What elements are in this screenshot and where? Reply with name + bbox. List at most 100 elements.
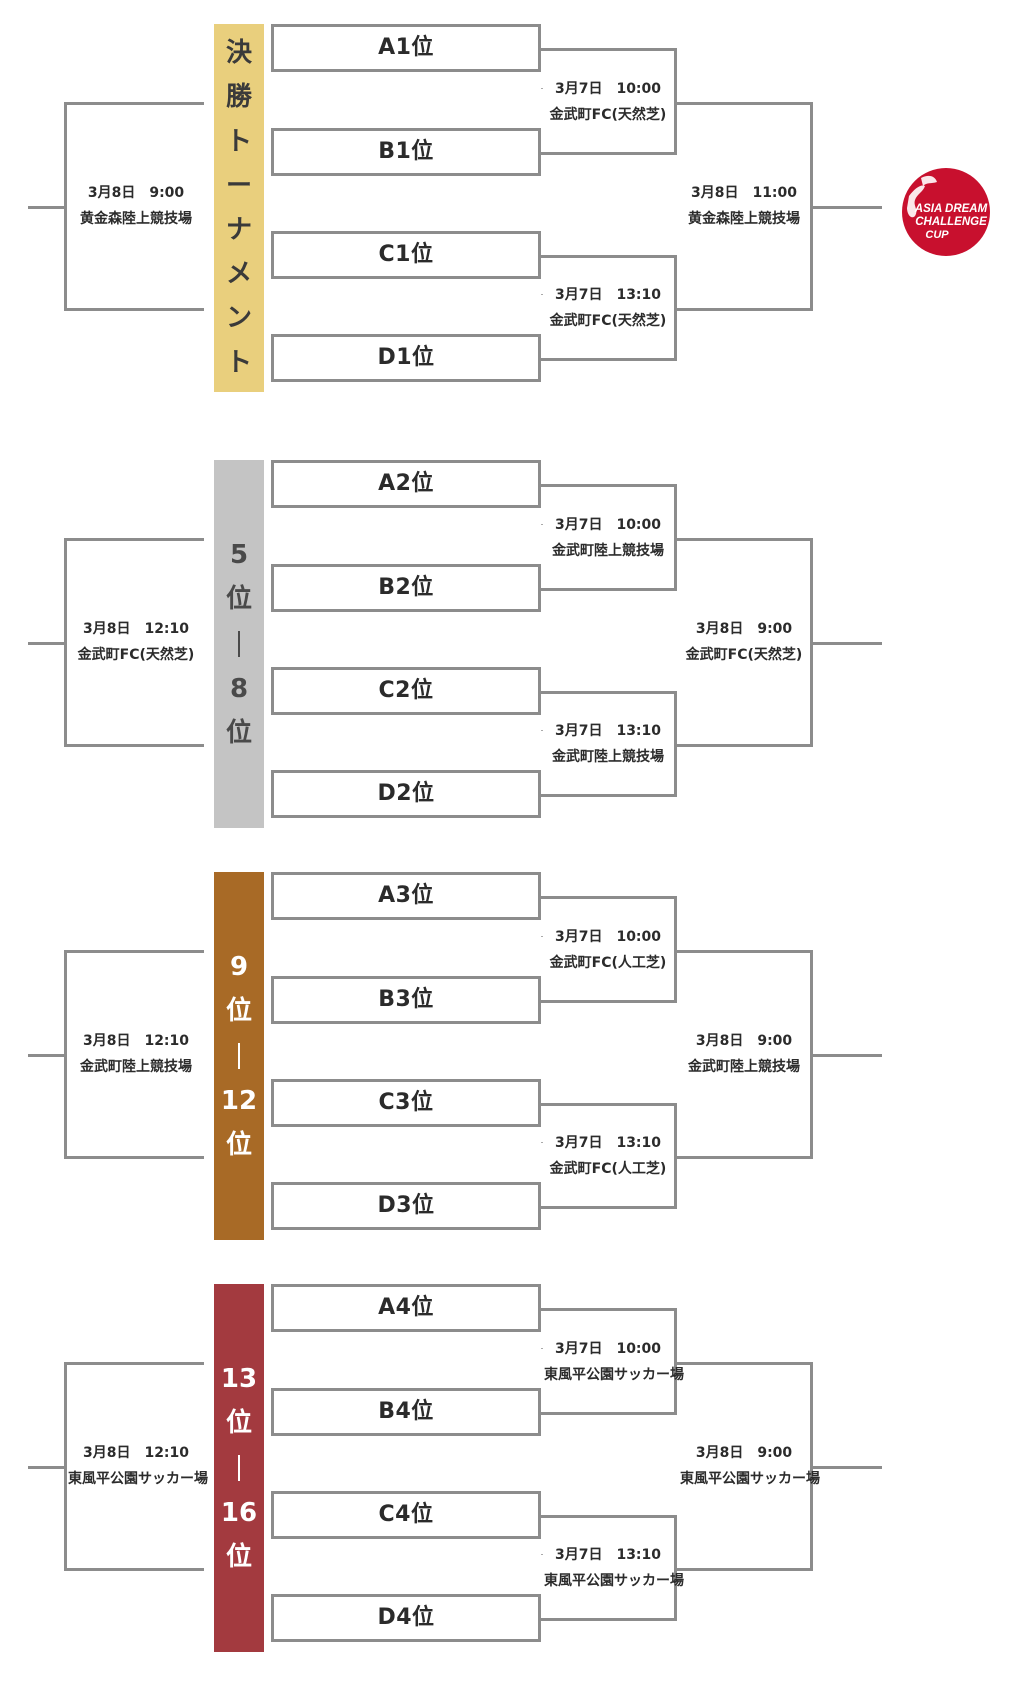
bracket-line xyxy=(541,1515,677,1518)
match-venue: 東風平公園サッカー場 xyxy=(544,1367,684,1383)
bracket-line xyxy=(810,1054,882,1057)
bracket-line xyxy=(541,48,677,51)
team-box: A1位 xyxy=(271,24,541,72)
match-date: 3月8日 11:00 xyxy=(690,185,798,201)
match-date: 3月8日 12:10 xyxy=(82,621,190,637)
category-band: 決勝トーナメント xyxy=(214,24,264,392)
team-box: D3位 xyxy=(271,1182,541,1230)
band-char: 13 xyxy=(220,1363,258,1394)
band-char: 位 xyxy=(225,1542,252,1573)
bracket-line xyxy=(64,950,204,953)
bracket-line xyxy=(677,1362,813,1365)
bracket-line xyxy=(674,1308,677,1415)
match-date: 3月7日 10:00 xyxy=(554,517,662,533)
bracket-line xyxy=(64,1568,204,1571)
right-match-label: 3月8日 9:00 金武町FC(天然芝) xyxy=(680,616,808,668)
match-date: 3月7日 13:10 xyxy=(554,1547,662,1563)
band-char: ン xyxy=(225,303,252,334)
match-venue: 金武町FC(天然芝) xyxy=(549,313,667,329)
bracket-line xyxy=(64,744,204,747)
band-char: ー xyxy=(225,170,252,201)
match-date: 3月7日 10:00 xyxy=(554,81,662,97)
bracket-line xyxy=(541,794,677,797)
match-date: 3月8日 9:00 xyxy=(695,1033,793,1049)
bracket-line xyxy=(541,588,677,591)
bracket-line xyxy=(541,691,677,694)
match-venue: 黄金森陸上競技場 xyxy=(80,211,192,227)
bracket-line xyxy=(541,896,677,899)
match-date: 3月7日 10:00 xyxy=(554,1341,662,1357)
bracket-line xyxy=(674,1515,677,1621)
left-match-label: 3月8日 12:10 金武町陸上競技場 xyxy=(68,1028,204,1080)
team-box: C3位 xyxy=(271,1079,541,1127)
match-venue: 金武町FC(人工芝) xyxy=(549,1161,667,1177)
bracket-line xyxy=(541,1618,677,1621)
bracket-line xyxy=(541,255,677,258)
bracket-line xyxy=(64,102,204,105)
bracket-line xyxy=(810,206,882,209)
team-box: B2位 xyxy=(271,564,541,612)
match-venue: 黄金森陸上競技場 xyxy=(688,211,800,227)
semifinal-label-2: 3月7日 13:10 金武町FC(人工芝) xyxy=(544,1130,672,1182)
band-char: メ xyxy=(225,259,252,290)
svg-text:CUP: CUP xyxy=(925,229,949,241)
bracket-line xyxy=(674,484,677,591)
match-date: 3月8日 12:10 xyxy=(82,1033,190,1049)
bracket-line xyxy=(64,1156,204,1159)
match-date: 3月7日 13:10 xyxy=(554,1135,662,1151)
bracket-line xyxy=(674,691,677,797)
semifinal-label-1: 3月7日 10:00 金武町FC(人工芝) xyxy=(544,924,672,976)
bracket-line xyxy=(674,255,677,361)
team-box: D1位 xyxy=(271,334,541,382)
category-band-text: 決勝トーナメント xyxy=(214,24,264,392)
band-char: 位 xyxy=(225,583,252,614)
bracket-line xyxy=(541,1308,677,1311)
match-date: 3月8日 9:00 xyxy=(695,621,793,637)
bracket-line xyxy=(541,1103,677,1106)
team-box: A2位 xyxy=(271,460,541,508)
bracket-line xyxy=(64,1362,204,1365)
bracket-line xyxy=(28,206,67,209)
bracket-line xyxy=(674,1103,677,1209)
bracket-line xyxy=(64,308,204,311)
band-char: 位 xyxy=(225,995,252,1026)
semifinal-label-1: 3月7日 10:00 東風平公園サッカー場 xyxy=(544,1336,684,1388)
right-match-label: 3月8日 9:00 金武町陸上競技場 xyxy=(680,1028,808,1080)
bracket-line xyxy=(541,1412,677,1415)
bracket-line xyxy=(28,1466,67,1469)
svg-text:ASIA DREAM: ASIA DREAM xyxy=(914,203,988,215)
band-char: ト xyxy=(225,126,252,157)
svg-text:CHALLENGE: CHALLENGE xyxy=(915,216,987,228)
match-venue: 金武町陸上競技場 xyxy=(688,1059,800,1075)
band-divider xyxy=(238,1043,240,1069)
match-venue: 東風平公園サッカー場 xyxy=(544,1573,684,1589)
match-venue: 金武町FC(人工芝) xyxy=(549,955,667,971)
bracket-line xyxy=(541,484,677,487)
match-date: 3月8日 9:00 xyxy=(695,1445,793,1461)
team-box: B4位 xyxy=(271,1388,541,1436)
team-box: C2位 xyxy=(271,667,541,715)
team-box: B3位 xyxy=(271,976,541,1024)
bracket-line xyxy=(677,1156,813,1159)
right-match-label: 3月8日 11:00 黄金森陸上競技場 xyxy=(680,180,808,232)
match-venue: 金武町FC(天然芝) xyxy=(685,647,803,663)
band-char: 16 xyxy=(220,1498,258,1528)
band-char: 8 xyxy=(229,674,249,704)
semifinal-label-2: 3月7日 13:10 東風平公園サッカー場 xyxy=(544,1542,684,1594)
band-divider xyxy=(238,1455,240,1481)
match-date: 3月7日 10:00 xyxy=(554,929,662,945)
bracket-line xyxy=(674,896,677,1003)
band-char: 9 xyxy=(229,951,249,982)
band-char: 位 xyxy=(225,718,252,749)
match-venue: 金武町陸上競技場 xyxy=(80,1059,192,1075)
